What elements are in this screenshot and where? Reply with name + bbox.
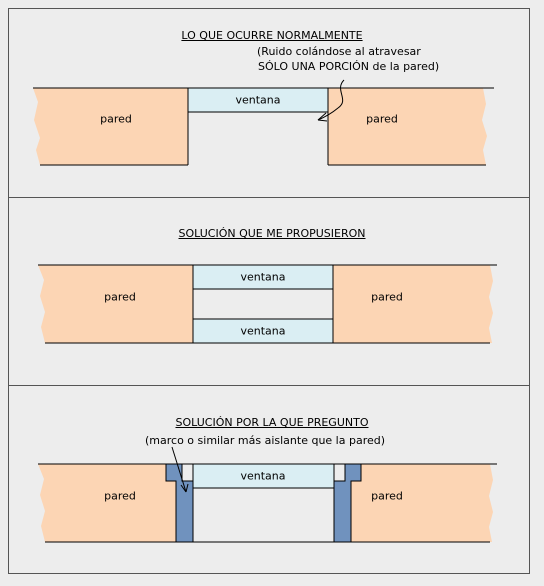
panel-1-note-line1: (Ruido colándose al atravesar	[257, 45, 421, 58]
wall-right-3	[351, 464, 493, 542]
frame-left	[165, 463, 194, 543]
panel-3-drawing	[38, 446, 497, 543]
panel-3-title: SOLUCIÓN POR LA QUE PREGUNTO	[175, 416, 369, 429]
noise-arrow	[317, 79, 345, 121]
panel-2-title: SOLUCIÓN QUE ME PROPUSIERON	[178, 227, 366, 240]
panel-3-note: (marco o similar más aislante que la par…	[145, 434, 386, 447]
window-top-2	[192, 264, 334, 290]
window-bottom-2	[192, 318, 334, 344]
panel-1-drawing	[33, 79, 494, 166]
panel-2-window-top-label: ventana	[240, 270, 286, 284]
panel-1-wall-left-label: pared	[100, 112, 132, 126]
wall-right-1	[328, 88, 487, 165]
panel-1-title: LO QUE OCURRE NORMALMENTE	[181, 29, 363, 42]
wall-left-2	[38, 265, 193, 343]
panel-3-wall-left-label: pared	[104, 489, 136, 503]
panel-2-wall-right-label: pared	[371, 290, 403, 304]
frame-right	[333, 463, 362, 543]
panel-2-wall-left-label: pared	[104, 290, 136, 304]
panel-3-wall-right-label: pared	[371, 489, 403, 503]
panel-1-window-label: ventana	[235, 93, 281, 107]
wall-right-2	[333, 265, 493, 343]
window-1	[187, 87, 329, 113]
panel-1-note-line2: SÓLO UNA PORCIÓN de la pared)	[258, 60, 440, 73]
panel-2-window-bottom-label: ventana	[240, 324, 286, 338]
window-3	[192, 463, 335, 489]
panel-1-wall-right-label: pared	[366, 112, 398, 126]
wall-left-1	[33, 88, 188, 165]
panel-3-window-label: ventana	[240, 469, 286, 483]
pointer-line	[171, 446, 187, 493]
wall-left-3	[38, 464, 176, 542]
panel-2-drawing	[38, 264, 497, 344]
